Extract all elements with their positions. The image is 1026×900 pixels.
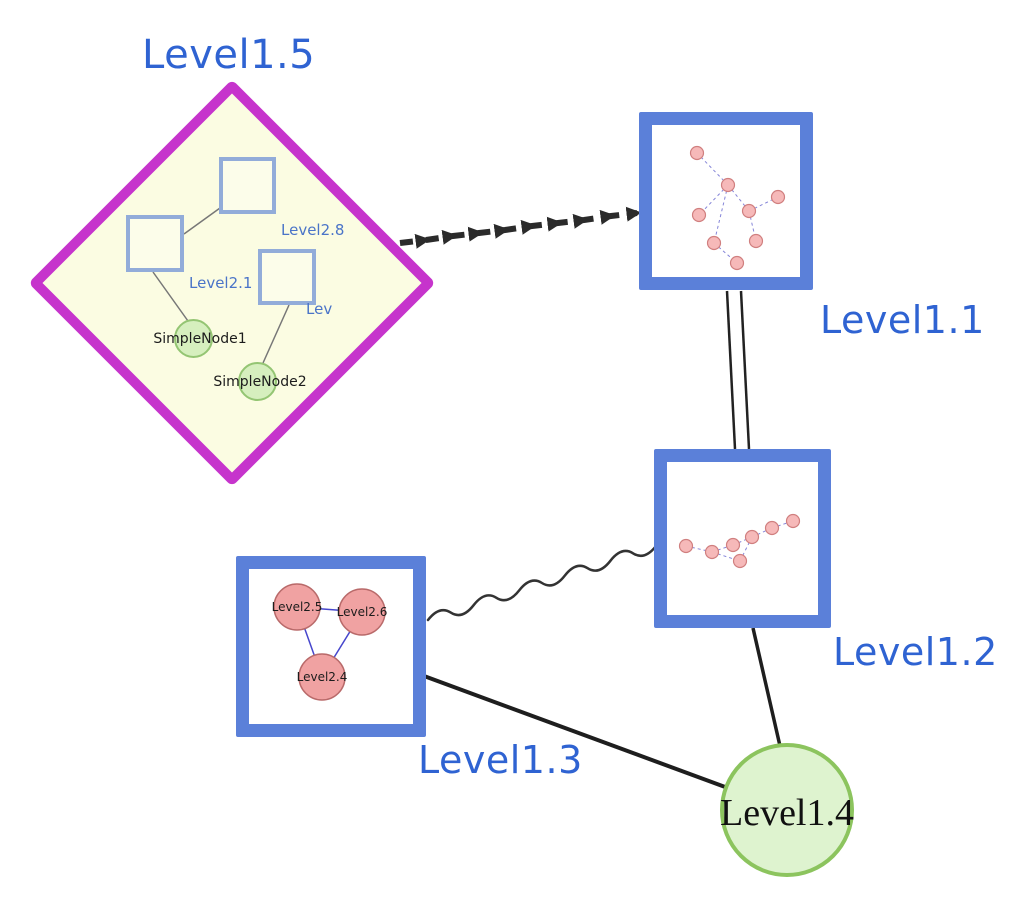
node-level2-8[interactable] [219, 157, 276, 214]
label-level1-5: Level1.5 [142, 32, 316, 78]
node-lev[interactable] [258, 249, 316, 305]
node-simplenode1[interactable] [174, 319, 213, 358]
node-level2-1[interactable] [126, 215, 184, 272]
node-level1-4[interactable] [720, 743, 854, 877]
label-level2-5: Level2.5 [272, 600, 323, 614]
edge-level1-1-level1-2-double-b [739, 290, 751, 450]
node-level1-3[interactable]: Level2.5 Level2.6 Level2.4 [236, 556, 426, 737]
mini-graph-level1-1 [689, 145, 786, 271]
node-level2-5[interactable] [273, 583, 321, 631]
label-level2-4: Level2.4 [297, 670, 348, 684]
node-level2-6[interactable] [338, 588, 386, 636]
label-simplenode1: SimpleNode1 [153, 331, 247, 347]
edge-level1-1-level1-2-double-a [725, 290, 737, 450]
label-level2-1: Level2.1 [189, 274, 253, 292]
edge-level1-2-level1-4 [751, 627, 782, 747]
label-level1-3: Level1.3 [418, 738, 583, 782]
label-level1-4: Level1.4 [719, 792, 854, 834]
node-simplenode2[interactable] [238, 362, 277, 401]
mini-graph-level1-3: Level2.5 Level2.6 Level2.4 [272, 583, 388, 701]
label-simplenode2: SimpleNode2 [213, 374, 307, 390]
label-level2-6: Level2.6 [337, 605, 388, 619]
edge-level1-5-level1-1-arrows [399, 206, 642, 249]
label-level1-2: Level1.2 [833, 630, 998, 674]
mini-graph-level1-2 [678, 513, 801, 569]
node-level1-1[interactable] [639, 112, 813, 290]
label-lev: Lev [306, 300, 333, 318]
node-level1-2[interactable] [654, 449, 831, 628]
edge-level1-3-level1-2-wavy [426, 544, 658, 622]
label-level2-8: Level2.8 [281, 221, 345, 239]
label-level1-1: Level1.1 [820, 298, 985, 342]
node-level2-4[interactable] [298, 653, 346, 701]
